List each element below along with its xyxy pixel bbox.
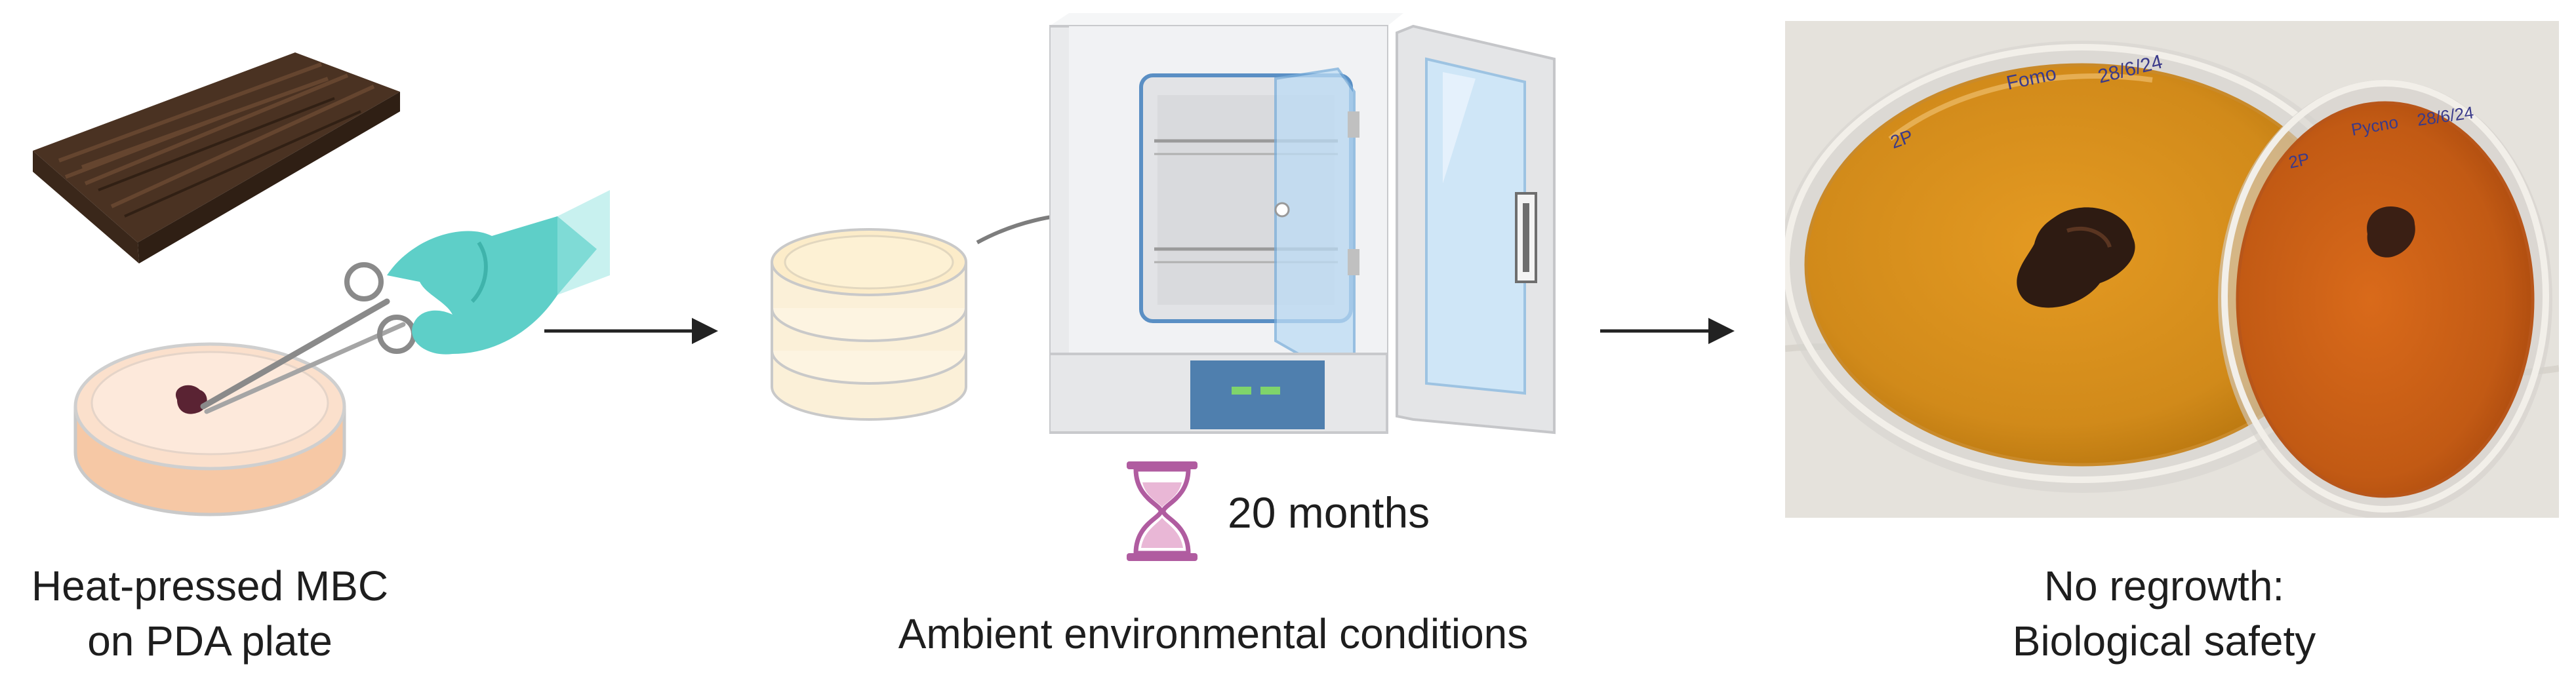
- step-2-label: Ambient environmental conditions: [898, 610, 1529, 657]
- step-1-illustration: [20, 26, 610, 537]
- gloved-hand-forceps-icon: [200, 190, 610, 414]
- step-1-label: Heat-pressed MBC on PDA plate: [0, 558, 420, 669]
- step-3-label: No regrowth: Biological safety: [1849, 558, 2479, 669]
- step-3-label-line1: No regrowth:: [2043, 562, 2285, 610]
- step-3-label-line2: Biological safety: [2012, 617, 2316, 665]
- incubator-icon: [1049, 13, 1561, 459]
- arrow-right-icon: [1600, 315, 1738, 347]
- svg-text:2P: 2P: [2287, 149, 2311, 172]
- arrow-right-icon: [544, 315, 721, 347]
- petri-dish-icon: [73, 342, 346, 516]
- control-panel: [1190, 360, 1325, 429]
- result-photo: Fomo 28/6/24 2P Pycno 28/6/24 2P: [1785, 21, 2559, 518]
- hourglass-icon: [1123, 459, 1201, 564]
- stacked-petri-dishes-icon: [761, 197, 977, 433]
- step-1-label-line1: Heat-pressed MBC: [31, 562, 389, 610]
- step-1-label-line2: on PDA plate: [87, 617, 332, 665]
- wood-board-icon: [33, 52, 400, 263]
- duration-label: 20 months: [1228, 488, 1430, 537]
